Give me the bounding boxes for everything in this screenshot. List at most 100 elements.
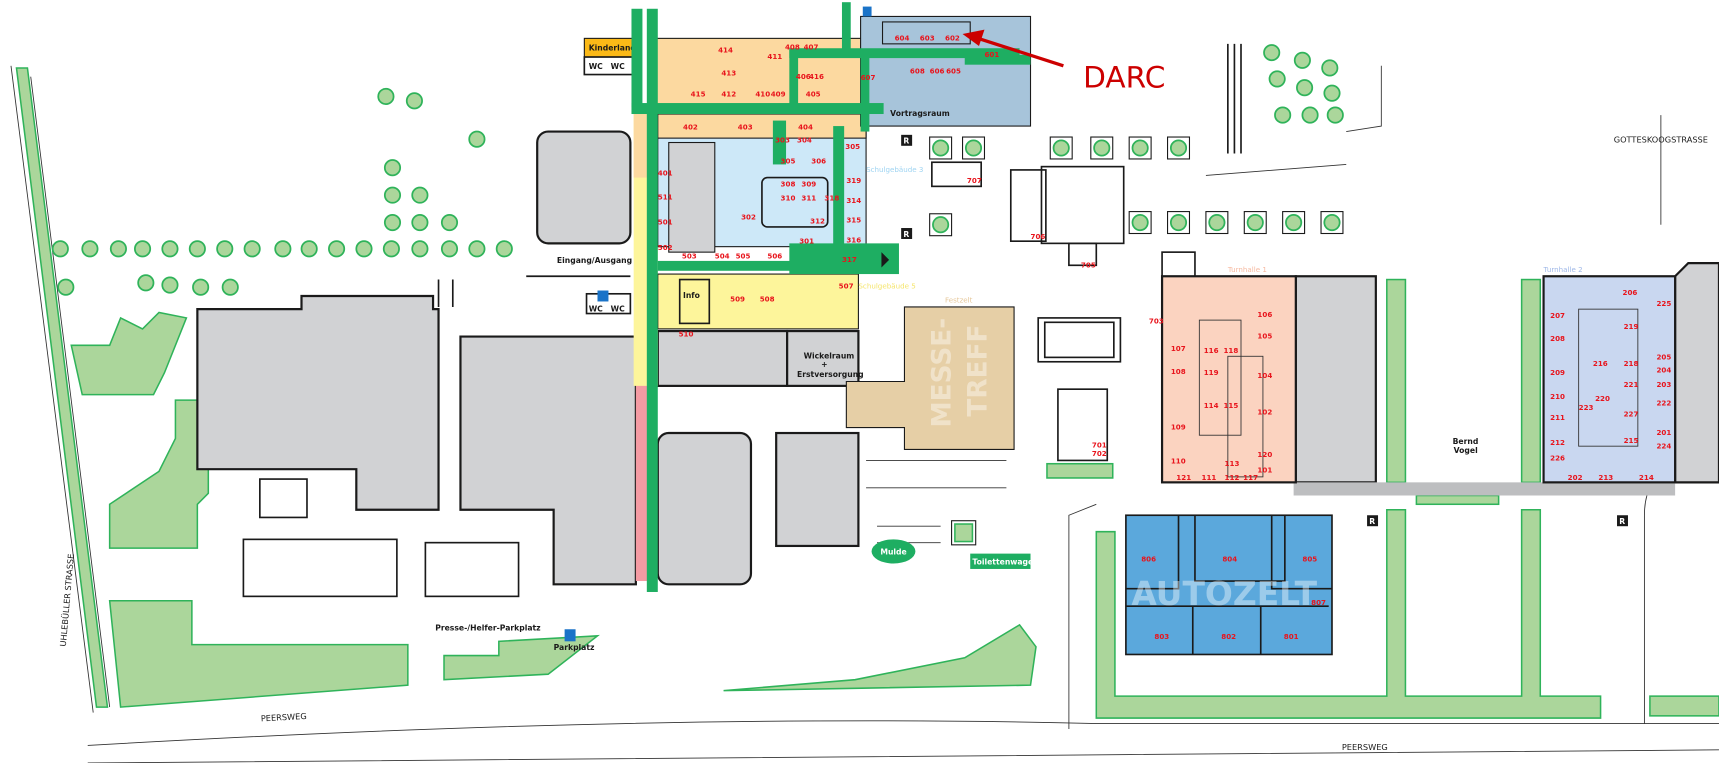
tree-icon: [932, 139, 950, 157]
autozelt: AUTOZELT: [1125, 514, 1333, 656]
vortragsraum-label: Vortragsraum: [890, 109, 950, 118]
tree-icon: [137, 274, 155, 292]
tree-icon: [161, 276, 179, 294]
tree-icon: [411, 213, 429, 232]
room-number: 227: [1624, 410, 1639, 419]
tree-icon: [1323, 213, 1341, 232]
room-number: 806: [1141, 554, 1156, 563]
wc-label: WC: [589, 62, 603, 71]
room-number: 305: [781, 156, 796, 165]
room-number: 105: [1257, 332, 1272, 341]
room-number: 116: [1204, 346, 1219, 355]
room-number: 118: [1223, 346, 1238, 355]
autozelt-label: AUTOZELT: [1131, 574, 1317, 613]
tree-icon: [81, 240, 99, 258]
uhlebueller-strasse-label: UHLEBÜLLER STRASSE: [58, 553, 76, 647]
tree-icon: [161, 240, 179, 258]
kinderland-label: Kinderland: [589, 43, 636, 52]
tree-icon: [51, 240, 69, 258]
room-number: 318: [824, 194, 839, 203]
room-number: 408: [785, 42, 800, 51]
room-number: 310: [781, 194, 796, 203]
room-numbers: 604 603 602 601 608 606 605 607 Vortrags…: [435, 34, 1671, 653]
info-label: Info: [683, 291, 700, 300]
room-number: 804: [1222, 554, 1237, 563]
room-number: 315: [846, 216, 861, 225]
room-number: 109: [1171, 423, 1186, 432]
room-number: 503: [682, 252, 697, 261]
room-number: 509: [730, 294, 745, 303]
tree-icon: [1301, 106, 1319, 124]
room-number: 113: [1225, 459, 1240, 468]
room-number: 222: [1656, 399, 1671, 408]
tree-icon: [109, 240, 127, 258]
presse-parkplatz-label: Presse-/Helfer-Parkplatz: [435, 623, 541, 632]
room-number: 410: [755, 89, 770, 98]
room-number: 317: [842, 255, 857, 264]
tree-icon: [1263, 44, 1281, 62]
room-number: 507: [839, 281, 854, 290]
room-number: 202: [1568, 473, 1583, 482]
tree-icon: [964, 139, 983, 157]
room-number: 319: [846, 176, 861, 185]
room-number: 807: [1311, 598, 1326, 607]
trees: [51, 44, 1344, 296]
school-buildings: Kinderland WC WC: [583, 15, 1032, 330]
tree-icon: [1169, 139, 1188, 157]
tree-icon: [411, 240, 429, 258]
tree-icon: [1131, 213, 1149, 232]
room-number: 306: [811, 156, 826, 165]
tree-icon: [328, 240, 346, 258]
tree-icon: [468, 130, 486, 148]
tree-icon: [932, 216, 950, 234]
room-number: 205: [1656, 353, 1671, 362]
room-number: 701: [1092, 440, 1107, 449]
tree-icon: [57, 278, 75, 296]
room-606: 606: [930, 66, 945, 75]
room-number: 411: [767, 52, 782, 61]
room-number: 302: [741, 212, 756, 221]
room-number: 214: [1639, 473, 1654, 482]
plus-label: +: [821, 360, 827, 369]
room-number: 412: [721, 89, 736, 98]
room-number: 406: [796, 72, 811, 81]
wc-label: WC: [611, 62, 625, 71]
restroom-markers: R R R R: [901, 134, 1628, 527]
tree-icon: [440, 213, 459, 232]
room-number: 301: [799, 236, 814, 245]
room-number: 110: [1171, 457, 1186, 466]
room-number: 802: [1221, 632, 1236, 641]
eingang-label: Eingang/Ausgang: [557, 256, 632, 265]
room-number: 221: [1624, 380, 1639, 389]
room-number: 102: [1257, 407, 1272, 416]
tree-icon: [377, 87, 395, 106]
room-604: 604: [895, 34, 910, 43]
room-number: 305: [845, 142, 860, 151]
gray-buildings: [196, 106, 1719, 598]
room-number: 209: [1550, 368, 1565, 377]
room-number: 104: [1257, 371, 1272, 380]
room-602: 602: [945, 34, 960, 43]
room-number: 220: [1595, 394, 1610, 403]
tree-icon: [1131, 139, 1149, 157]
tree-icon: [1274, 106, 1292, 124]
corridors: [631, 2, 1031, 592]
bernd-label: Bernd: [1453, 437, 1479, 446]
tree-icon: [1052, 139, 1070, 157]
tree-icon: [300, 240, 318, 258]
room-number: 303: [775, 136, 790, 145]
tree-icon: [355, 240, 373, 258]
room-number: 212: [1550, 438, 1565, 447]
festzelt: Festzelt MESSE- TREFF: [845, 296, 1015, 451]
room-number: 805: [1302, 554, 1317, 563]
tree-icon: [274, 240, 292, 258]
tree-icon: [243, 240, 261, 258]
room-number: 511: [658, 193, 673, 202]
tree-icon: [468, 240, 486, 258]
room-number: 108: [1171, 367, 1186, 376]
schulgebaeude-3-label: Schulgebäude 3: [866, 165, 923, 174]
r-marker: R: [903, 230, 909, 239]
room-number: 224: [1656, 441, 1671, 450]
tree-icon: [1326, 106, 1344, 124]
